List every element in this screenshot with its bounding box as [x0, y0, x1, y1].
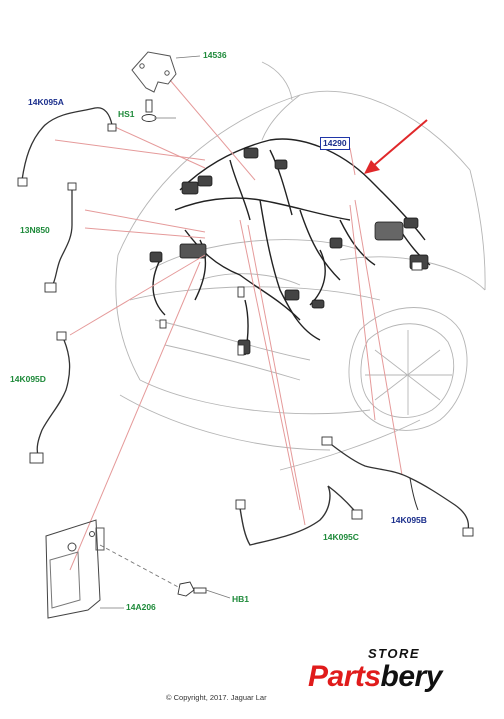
- small-clips: [159, 261, 423, 356]
- logo-brand-text: Partsbery: [308, 660, 442, 694]
- callout-14k095c: 14K095C: [323, 532, 359, 542]
- callout-14k095b: 14K095B: [391, 515, 427, 525]
- logo-store-text: STORE: [368, 646, 421, 661]
- copyright-text: © Copyright, 2017. Jaguar Lar: [166, 693, 267, 702]
- leader-lines: [54, 79, 403, 571]
- callout-14536: 14536: [203, 50, 227, 60]
- harness-connectors: [149, 147, 429, 355]
- callout-14k095a: 14K095A: [28, 97, 64, 107]
- cable-14k095d: [29, 331, 71, 464]
- red-arrow-icon: [364, 119, 428, 174]
- cable-14k095b: [321, 436, 474, 537]
- bracket-14536: [131, 51, 201, 93]
- cable-14k095a: [17, 107, 117, 187]
- logo-brand-part1: Parts: [308, 660, 381, 693]
- callout-hb1: HB1: [232, 594, 250, 604]
- callout-hs1: HS1: [118, 109, 135, 119]
- callout-13n850: 13N850: [20, 225, 50, 235]
- callout-14k095d: 14K095D: [10, 374, 46, 384]
- vehicle-outline: [115, 61, 486, 471]
- bracket-14a206: [45, 519, 124, 619]
- cable-14k095c: [235, 485, 363, 546]
- bolt-hb1: [99, 544, 231, 599]
- callout-14290: 14290: [320, 137, 350, 150]
- logo-brand-part2: bery: [380, 660, 443, 693]
- screw-hs1: [141, 99, 176, 122]
- callout-14a206: 14A206: [126, 602, 156, 612]
- cable-13n850: [44, 182, 77, 293]
- partsbery-logo: STORE Partsbery: [308, 646, 488, 702]
